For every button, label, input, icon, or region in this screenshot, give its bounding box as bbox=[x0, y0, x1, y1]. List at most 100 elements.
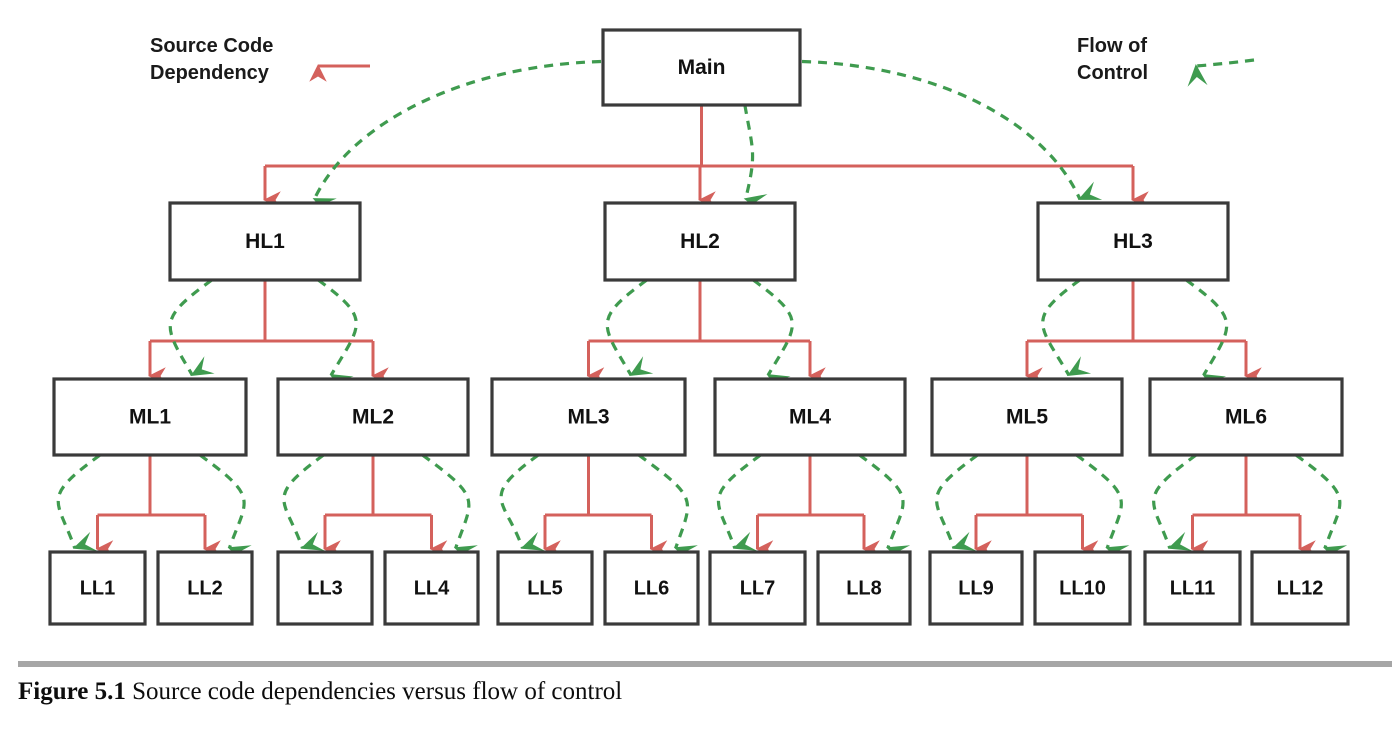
node-label: ML1 bbox=[129, 406, 171, 429]
flow-main-to-hl3 bbox=[801, 59, 1103, 200]
node-box bbox=[490, 377, 687, 457]
node-label: LL7 bbox=[740, 577, 776, 599]
flow-ml6-to-ll11 bbox=[1152, 453, 1198, 551]
node-box bbox=[383, 550, 480, 626]
node-ll4[interactable]: LL4 bbox=[383, 550, 480, 626]
node-label: LL11 bbox=[1170, 577, 1216, 599]
node-box bbox=[1033, 550, 1132, 626]
node-box bbox=[156, 550, 254, 626]
node-box bbox=[708, 550, 807, 626]
figure-caption: Figure 5.1 Source code dependencies vers… bbox=[18, 678, 1378, 706]
node-label: HL3 bbox=[1113, 230, 1153, 253]
node-box bbox=[1148, 377, 1344, 457]
legend-flow-control-line1: Flow of bbox=[1077, 35, 1147, 57]
flow-hl3-to-ml5 bbox=[1041, 278, 1092, 377]
node-main[interactable]: Main bbox=[601, 28, 802, 107]
node-label: LL5 bbox=[527, 577, 563, 599]
node-box bbox=[1250, 550, 1350, 626]
node-ml6[interactable]: ML6 bbox=[1148, 377, 1344, 457]
node-label: ML6 bbox=[1225, 406, 1267, 429]
node-hl2[interactable]: HL2 bbox=[603, 201, 797, 282]
node-label: ML3 bbox=[568, 406, 610, 429]
node-box bbox=[603, 201, 797, 282]
node-label: ML5 bbox=[1006, 406, 1048, 429]
node-box bbox=[276, 550, 374, 626]
node-box bbox=[603, 550, 700, 626]
legend-flow-control-line2: Control bbox=[1077, 62, 1148, 84]
node-hl1[interactable]: HL1 bbox=[168, 201, 362, 282]
node-ll2[interactable]: LL2 bbox=[156, 550, 254, 626]
node-ll3[interactable]: LL3 bbox=[276, 550, 374, 626]
flow-hl3-to-ml6 bbox=[1185, 278, 1229, 394]
flow-ml2-to-ll4 bbox=[421, 453, 478, 565]
node-box bbox=[1036, 201, 1230, 282]
flow-ml3-to-ll6 bbox=[637, 453, 698, 565]
flow-ml5-to-ll9 bbox=[935, 453, 979, 551]
node-box bbox=[48, 550, 147, 626]
node-label: LL6 bbox=[634, 577, 670, 599]
node-ll12[interactable]: LL12 bbox=[1250, 550, 1350, 626]
flow-main-to-hl1 bbox=[312, 59, 602, 217]
flow-ml3-to-ll5 bbox=[499, 453, 545, 551]
node-label: LL1 bbox=[80, 577, 116, 599]
flow-ml6-to-ll12 bbox=[1294, 453, 1348, 565]
node-ll6[interactable]: LL6 bbox=[603, 550, 700, 626]
flow-ml1-to-ll2 bbox=[198, 453, 252, 565]
node-box bbox=[713, 377, 907, 457]
node-box bbox=[168, 201, 362, 282]
figure-caption-text: Source code dependencies versus flow of … bbox=[125, 678, 623, 705]
legend-source-dependency-line2: Dependency bbox=[150, 62, 270, 84]
node-label: LL12 bbox=[1277, 577, 1324, 599]
node-label: HL1 bbox=[245, 230, 285, 253]
node-ll8[interactable]: LL8 bbox=[816, 550, 912, 626]
flow-ml4-to-ll7 bbox=[716, 453, 762, 551]
node-box bbox=[930, 377, 1124, 457]
node-ll5[interactable]: LL5 bbox=[496, 550, 594, 626]
source-code-dependency-edges bbox=[95, 105, 1316, 558]
node-ml3[interactable]: ML3 bbox=[490, 377, 687, 457]
flow-hl2-to-ml4 bbox=[752, 278, 794, 394]
node-label: Main bbox=[678, 56, 726, 79]
flow-ml2-to-ll3 bbox=[282, 453, 325, 551]
node-ll11[interactable]: LL11 bbox=[1143, 550, 1242, 626]
legend-green-dashed-arrow-icon bbox=[1187, 58, 1255, 87]
node-ml4[interactable]: ML4 bbox=[713, 377, 907, 457]
node-box bbox=[276, 377, 470, 457]
node-label: ML2 bbox=[352, 406, 394, 429]
node-label: ML4 bbox=[789, 406, 831, 429]
node-box bbox=[52, 377, 248, 457]
node-box bbox=[816, 550, 912, 626]
legend-source-dependency-line1: Source Code bbox=[150, 35, 273, 57]
node-label: LL2 bbox=[187, 577, 223, 599]
flow-ml5-to-ll10 bbox=[1075, 453, 1130, 565]
node-ml2[interactable]: ML2 bbox=[276, 377, 470, 457]
node-ll1[interactable]: LL1 bbox=[48, 550, 147, 626]
node-box bbox=[928, 550, 1024, 626]
node-ll10[interactable]: LL10 bbox=[1033, 550, 1132, 626]
node-label: LL3 bbox=[307, 577, 343, 599]
flow-of-control-edges bbox=[56, 59, 1348, 565]
node-label: LL4 bbox=[414, 577, 450, 599]
node-hl3[interactable]: HL3 bbox=[1036, 201, 1230, 282]
flow-ml4-to-ll8 bbox=[858, 453, 911, 565]
node-ml1[interactable]: ML1 bbox=[52, 377, 248, 457]
figure-number: Figure 5.1 bbox=[18, 678, 126, 705]
flow-main-to-hl2 bbox=[743, 104, 768, 214]
flow-hl1-to-ml2 bbox=[317, 278, 358, 394]
node-ll9[interactable]: LL9 bbox=[928, 550, 1024, 626]
node-label: HL2 bbox=[680, 230, 720, 253]
node-ml5[interactable]: ML5 bbox=[930, 377, 1124, 457]
node-box bbox=[496, 550, 594, 626]
node-ll7[interactable]: LL7 bbox=[708, 550, 807, 626]
flow-ml1-to-ll1 bbox=[56, 453, 102, 551]
caption-rule bbox=[18, 661, 1392, 667]
node-label: LL8 bbox=[846, 577, 882, 599]
legend-source-code-dependency: Source Code Dependency bbox=[150, 35, 370, 84]
node-label: LL10 bbox=[1059, 577, 1106, 599]
flow-hl2-to-ml3 bbox=[605, 278, 654, 377]
legend-flow-of-control: Flow of Control bbox=[1077, 35, 1255, 87]
node-box bbox=[601, 28, 802, 107]
